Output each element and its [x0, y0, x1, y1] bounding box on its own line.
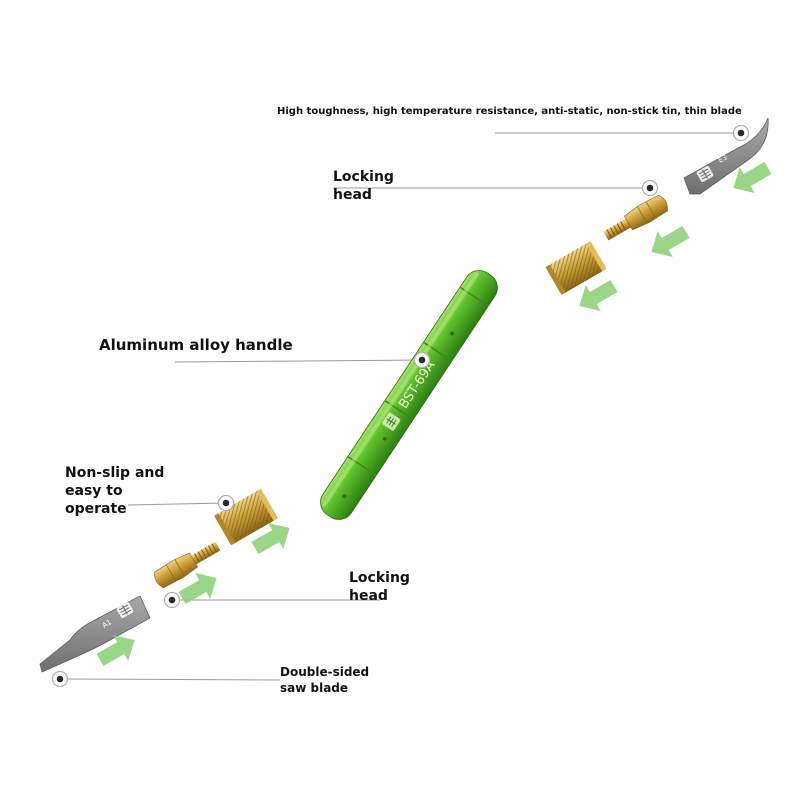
- marker-icon: [413, 351, 431, 369]
- arrow-icon: [643, 219, 694, 265]
- blade-code-bottom: A1: [101, 618, 113, 630]
- callout-locking-head-top: Locking head: [333, 169, 394, 203]
- callout-handle: Aluminum alloy handle: [99, 336, 293, 354]
- callout-saw-blade: Double-sided saw blade: [280, 665, 370, 695]
- top-collet: [603, 194, 668, 241]
- marker-icon: [51, 670, 69, 688]
- brand-logo-icon: [696, 166, 714, 182]
- callout-blade-top: High toughness, high temperature resista…: [277, 106, 742, 117]
- marker-icon: [217, 494, 235, 512]
- blade-code-top: E3: [717, 153, 729, 164]
- top-blade: E3: [683, 117, 769, 195]
- marker-icon: [163, 591, 181, 609]
- top-knurled-nut: [545, 241, 607, 295]
- aluminum-handle: BST-69A: [320, 270, 498, 520]
- callout-nut: Non-slip and easy to operate: [65, 465, 165, 517]
- bottom-knurled-nut: [214, 488, 278, 546]
- brand-logo-icon: [116, 602, 134, 618]
- marker-icon: [641, 179, 659, 197]
- bottom-saw-blade: A1: [39, 595, 151, 673]
- bottom-collet: [154, 541, 221, 589]
- marker-icon: [732, 124, 750, 142]
- callout-locking-head-bottom: Locking head: [349, 570, 410, 604]
- leader-lines: [59, 132, 741, 681]
- handle-logo-icon: [382, 412, 401, 431]
